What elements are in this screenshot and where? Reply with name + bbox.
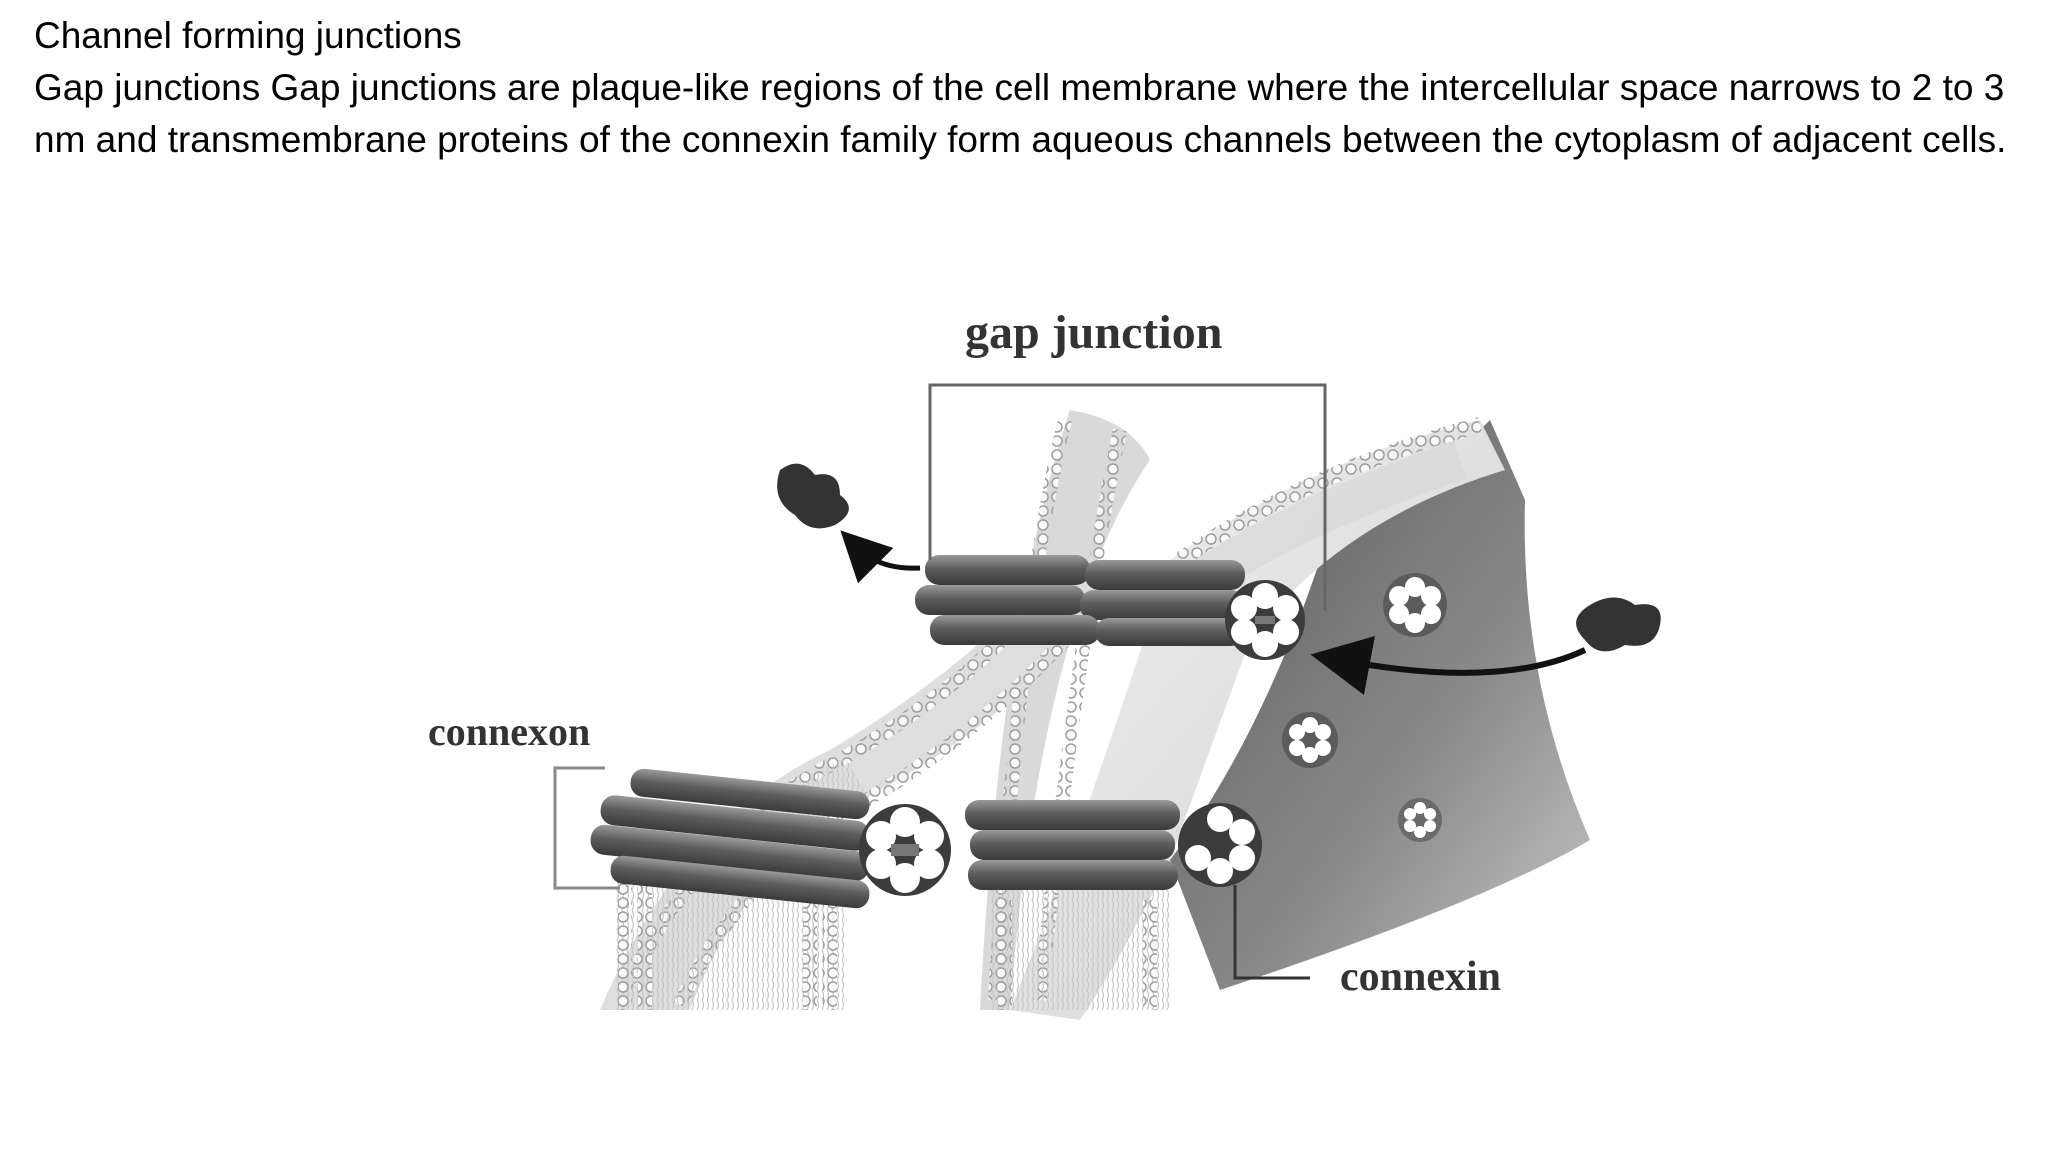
molecule-icon: [777, 463, 849, 529]
connexon-rosette: [1398, 798, 1442, 842]
slide-heading: Channel forming junctions: [34, 15, 462, 56]
gap-junction-label: gap junction: [965, 306, 1222, 359]
arrow-in-icon: [1310, 636, 1587, 696]
gap-junction-bracket: [928, 383, 1327, 610]
arrow-out-icon: [840, 530, 921, 584]
cytoplasm-right: [1170, 420, 1590, 990]
gap-junction-connexon-pair: [915, 555, 1305, 660]
connexon-rosette: [1282, 712, 1338, 768]
molecule-icon: [1576, 597, 1661, 652]
connexon-label: connexon: [428, 709, 590, 754]
connexon-pair-lower: [965, 800, 1262, 890]
connexin-label: connexin: [1340, 954, 1501, 1000]
connexon-bracket: [553, 766, 620, 890]
slide-text: Channel forming junctions Gap junctions …: [34, 10, 2024, 166]
connexon-left: [590, 768, 951, 909]
connexin-bracket: [1233, 885, 1310, 980]
slide-paragraph: Gap junctions Gap junctions are plaque-l…: [34, 67, 2007, 160]
connexon-rosette: [1383, 573, 1447, 637]
